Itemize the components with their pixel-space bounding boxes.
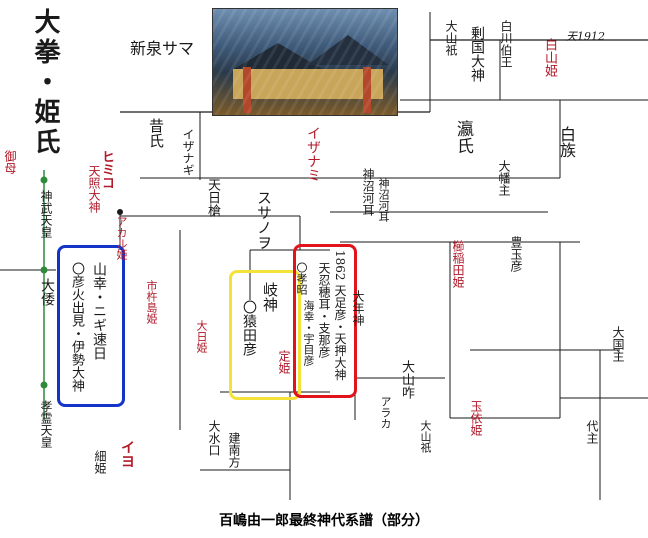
label-kokudaijin: 剰国大神	[469, 26, 485, 82]
label-amenohiboko: 天日槍	[205, 178, 220, 217]
yellow-box-line-3: 定姫	[277, 350, 291, 374]
label-okuninushi: 大国主	[611, 326, 625, 362]
label-amaterasu: 天照大神	[87, 165, 101, 213]
label-kamununa-2: 神沼河耳	[377, 178, 390, 222]
label-izanagi: イザナギ	[181, 128, 195, 176]
red-box-line-1: 1862 天足彦・天押大神	[333, 250, 347, 381]
lineage-lines	[0, 12, 648, 500]
blue-box-line-1: 山幸・ニギ速日	[91, 262, 107, 360]
red-box-line-4: 〇孝昭	[295, 262, 308, 295]
label-iyo: イヨ	[119, 440, 135, 468]
photo-pillar	[363, 67, 371, 113]
label-mother: 御母	[3, 150, 17, 174]
blue-box-line-2: 〇彦火出見・伊勢大神	[69, 262, 84, 392]
photo-wall	[233, 69, 383, 99]
label-hosohime: 細姫	[93, 450, 107, 474]
figure-caption: 百嶋由一郎最終神代系譜（部分）	[219, 513, 429, 529]
label-tamayori: 玉依姫	[469, 400, 483, 436]
label-takeminakata: 建南方	[227, 432, 241, 468]
label-shirakawa: 白川伯王	[499, 20, 513, 68]
label-year-1912: 天1912	[566, 30, 605, 43]
yellow-box	[229, 270, 301, 400]
label-kushinada: 櫛稲田姫	[451, 240, 465, 288]
label-shiro-clan: 白族	[557, 126, 576, 158]
photo-label: 新泉サマ	[130, 39, 195, 58]
label-omizuguchi: 大水口	[207, 420, 221, 456]
label-korei: 孝霊天皇	[39, 400, 53, 448]
title-vertical: 大拳・姫氏	[30, 8, 60, 158]
label-daiwa: 大倭	[39, 278, 55, 306]
label-ichikishima: 市杵島姫	[145, 280, 158, 324]
label-hakusan: 白山姫	[542, 38, 557, 77]
shrine-photo	[212, 8, 398, 116]
label-oyamakui: 大山咋	[399, 360, 414, 399]
label-shiro-dai: 代主	[585, 420, 599, 444]
genealogy-chart: 新泉サマ 大拳・姫氏 山幸・ニギ速日 〇彦火出見・伊勢大神 岐神 〇猿田彦 定姫…	[0, 8, 648, 500]
label-ohatanushi: 大幡主	[497, 160, 511, 196]
photo-pillar	[243, 67, 251, 113]
label-ohirume: 大日姫	[195, 320, 208, 353]
label-oyamatsumi-top: 大山祇	[444, 20, 458, 56]
photo-snow	[213, 9, 397, 115]
label-oyamatsumi-2: 大山祇	[419, 420, 432, 453]
label-izanami: イザナミ	[305, 126, 321, 182]
label-otoshi: 大年神	[351, 290, 365, 326]
label-kamununa: 神沼河耳	[361, 168, 375, 216]
label-susanoo: スサノヲ	[255, 190, 273, 250]
label-ei-clan: 瀛氏	[453, 120, 473, 154]
label-toyotama: 豊玉彦	[509, 236, 523, 272]
yellow-box-line-1: 岐神	[261, 282, 279, 312]
blue-box	[57, 245, 125, 407]
red-box	[293, 244, 357, 398]
red-box-line-3: 海幸・宇目彦	[302, 300, 315, 366]
red-box-line-2: 天忍穂耳・支那彦	[317, 262, 331, 358]
label-seki: 昔氏	[147, 118, 165, 148]
label-araka: アラカ	[379, 396, 392, 429]
label-himiko: ヒミコ	[99, 150, 114, 189]
yellow-box-line-2: 〇猿田彦	[241, 300, 257, 356]
label-akaru: アカル姫	[115, 216, 128, 260]
label-jimmu: 神武天皇	[39, 190, 53, 238]
